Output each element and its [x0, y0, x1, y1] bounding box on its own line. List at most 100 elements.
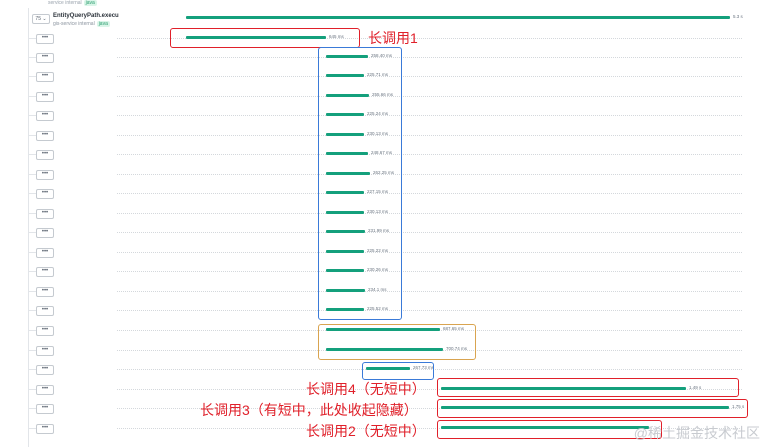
span-row[interactable]: ••• 225.24 ms — [0, 107, 772, 125]
span-duration: 234.1 ms — [368, 287, 387, 292]
span-row[interactable]: ••• 234.1 ms — [0, 283, 772, 301]
expand-toggle[interactable]: ••• — [36, 424, 54, 434]
span-duration: 258.40 ms — [371, 53, 393, 58]
expand-toggle[interactable]: ••• — [36, 365, 54, 375]
expand-toggle[interactable]: ••• — [36, 267, 54, 277]
span-duration: 1.49 s — [689, 385, 702, 390]
root-span-name[interactable]: EntityQueryPath.execu — [53, 13, 119, 19]
expand-toggle[interactable]: ••• — [36, 385, 54, 395]
span-bar[interactable] — [326, 74, 364, 77]
root-span-bar[interactable] — [186, 16, 730, 19]
span-row[interactable]: •••255.66 ms — [0, 88, 772, 106]
span-row[interactable]: •••267.73 ms — [0, 361, 772, 379]
span-bar[interactable] — [186, 36, 326, 39]
tree-connector — [28, 369, 36, 370]
expand-toggle[interactable]: ••• — [36, 209, 54, 219]
expand-toggle[interactable]: ••• — [36, 92, 54, 102]
timeline-guide — [117, 408, 742, 409]
span-bar[interactable] — [326, 269, 364, 272]
timeline-guide — [117, 213, 742, 214]
span-bar[interactable] — [441, 426, 649, 429]
span-bar[interactable] — [441, 387, 686, 390]
timeline-guide — [117, 38, 742, 39]
expand-toggle[interactable]: ••• — [36, 248, 54, 258]
span-bar[interactable] — [326, 152, 368, 155]
span-bar[interactable] — [326, 113, 364, 116]
tree-connector — [28, 38, 36, 39]
annotation-long-call-3: 长调用3（有短中，此处收起隐藏） — [200, 402, 418, 418]
expand-toggle[interactable]: ••• — [36, 287, 54, 297]
span-row[interactable]: •••225.22 ms — [0, 244, 772, 262]
expand-toggle[interactable]: ••• — [36, 72, 54, 82]
span-duration: 225.52 ms — [367, 306, 389, 311]
tree-connector — [28, 232, 36, 233]
span-row[interactable]: ••• 225.71 ms — [0, 68, 772, 86]
expand-toggle[interactable]: ••• — [36, 189, 54, 199]
span-bar[interactable] — [326, 191, 364, 194]
span-bar[interactable] — [441, 406, 729, 409]
span-duration: 225.71 ms — [367, 72, 389, 77]
span-duration: 231.99 ms — [368, 228, 390, 233]
watermark: @稀土掘金技术社区 — [633, 425, 760, 441]
expand-toggle[interactable]: ••• — [36, 404, 54, 414]
span-duration: 262.25 ms — [373, 170, 395, 175]
expand-toggle[interactable]: ••• — [36, 150, 54, 160]
span-bar[interactable] — [326, 348, 443, 351]
language-badge: java — [83, 0, 97, 6]
tree-connector — [28, 291, 36, 292]
span-bar[interactable] — [326, 172, 370, 175]
highlight-short-call — [362, 362, 434, 380]
span-bar[interactable] — [326, 289, 365, 292]
span-row[interactable]: ••• 700.74 ms — [0, 342, 772, 360]
expand-toggle[interactable]: ••• — [36, 53, 54, 63]
span-bar[interactable] — [326, 328, 440, 331]
span-row[interactable]: •••227.15 ms — [0, 185, 772, 203]
timeline-guide — [117, 135, 742, 136]
span-bar[interactable] — [326, 94, 369, 97]
highlight-long-call-4 — [437, 378, 739, 397]
expand-toggle[interactable]: ••• — [36, 131, 54, 141]
span-row[interactable]: •••1.75 s — [0, 400, 772, 418]
root-collapse-toggle[interactable]: 75 ⌄ — [32, 14, 50, 24]
span-duration: 230.13 ms — [367, 209, 389, 214]
span-duration: 225.24 ms — [367, 111, 389, 116]
tree-connector — [28, 174, 36, 175]
expand-toggle[interactable]: ••• — [36, 346, 54, 356]
tree-connector — [28, 135, 36, 136]
timeline-guide — [117, 428, 742, 429]
tree-connector — [28, 96, 36, 97]
timeline-guide — [117, 115, 742, 116]
span-row[interactable]: ••• 225.52 ms — [0, 302, 772, 320]
span-row[interactable]: ••• — [0, 420, 772, 438]
timeline-guide — [117, 389, 742, 390]
span-row[interactable]: •••687.65 ms — [0, 322, 772, 340]
span-bar[interactable] — [326, 55, 368, 58]
span-row[interactable]: ••• 262.25 ms — [0, 166, 772, 184]
expand-toggle[interactable]: ••• — [36, 306, 54, 316]
span-duration: 230.26 ms — [367, 267, 389, 272]
span-row[interactable]: •••645 ms — [0, 30, 772, 48]
span-bar[interactable] — [326, 133, 364, 136]
expand-toggle[interactable]: ••• — [36, 170, 54, 180]
span-row[interactable]: ••• 231.99 ms — [0, 224, 772, 242]
span-row[interactable]: ••• 230.26 ms — [0, 263, 772, 281]
highlight-medium-calls-group — [318, 324, 476, 360]
expand-toggle[interactable]: ••• — [36, 326, 54, 336]
span-row[interactable]: •••248.67 ms — [0, 146, 772, 164]
expand-toggle[interactable]: ••• — [36, 34, 54, 44]
span-bar[interactable] — [366, 367, 410, 370]
span-bar[interactable] — [326, 211, 364, 214]
expand-toggle[interactable]: ••• — [36, 228, 54, 238]
span-bar[interactable] — [326, 308, 364, 311]
span-bar[interactable] — [326, 230, 365, 233]
span-duration: 700.74 ms — [446, 346, 468, 351]
span-row[interactable]: •••230.13 ms — [0, 127, 772, 145]
span-row[interactable]: ••• 1.49 s — [0, 381, 772, 399]
tree-guide-line — [28, 8, 29, 447]
span-row[interactable]: ••• 258.40 ms — [0, 49, 772, 67]
expand-toggle[interactable]: ••• — [36, 111, 54, 121]
span-bar[interactable] — [326, 250, 364, 253]
timeline-guide — [117, 271, 742, 272]
span-row[interactable]: ••• 230.13 ms — [0, 205, 772, 223]
